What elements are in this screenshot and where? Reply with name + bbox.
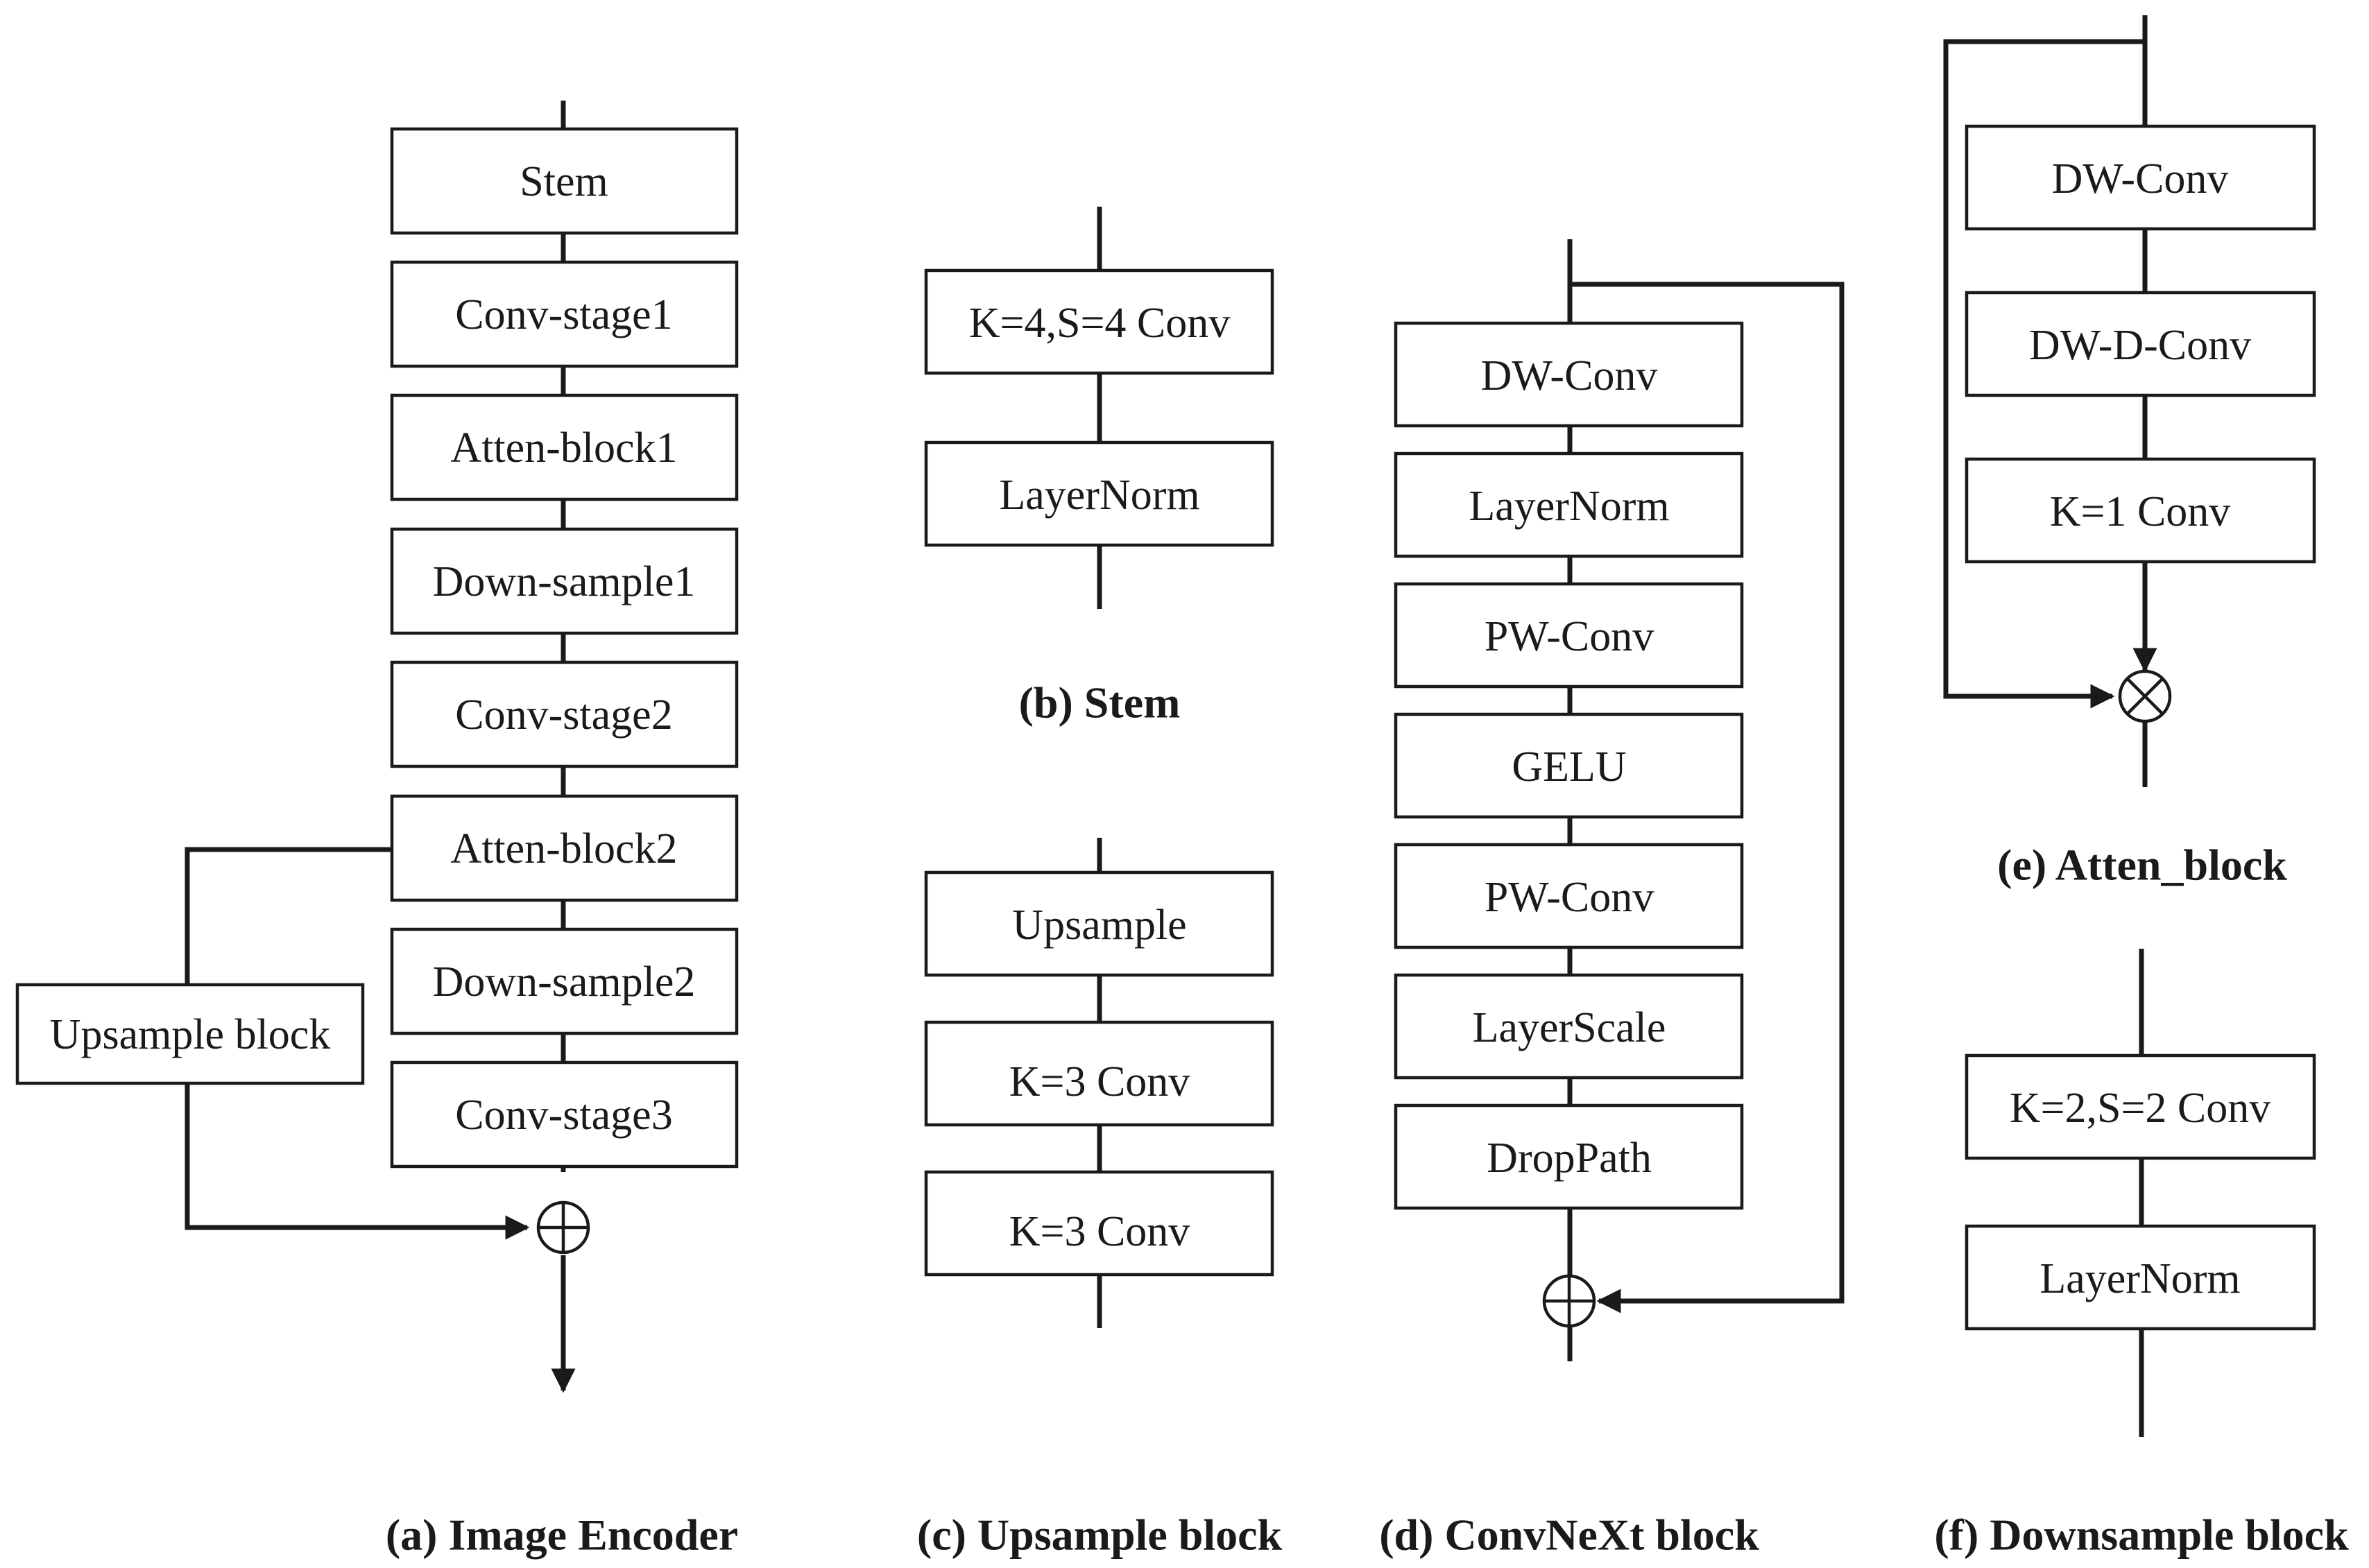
convnext-pwconv2-block: PW-Conv [1394, 843, 1744, 949]
svg-text:DW-D-Conv: DW-D-Conv [2029, 322, 2251, 369]
svg-text:Conv-stage2: Conv-stage2 [455, 691, 672, 739]
svg-text:Atten-block2: Atten-block2 [450, 825, 677, 872]
down-sample1-block: Down-sample1 [390, 527, 739, 635]
convnext-droppath-block: DropPath [1394, 1103, 1744, 1210]
stem-layernorm-block: LayerNorm [924, 440, 1274, 547]
atten-k1conv-block: K=1 Conv [1965, 457, 2316, 564]
caption-f: (f) Downsample block [1934, 1510, 2349, 1560]
downsample-conv-block: K=2,S=2 Conv [1965, 1053, 2316, 1160]
panel-d-convnext-block: DW-Conv LayerNorm PW-Conv GELU PW-Conv L… [1379, 239, 1845, 1560]
svg-text:LayerNorm: LayerNorm [999, 472, 1199, 519]
panel-b-stem: K=4,S=4 Conv LayerNorm (b) Stem [924, 207, 1274, 727]
svg-text:Upsample block: Upsample block [50, 1011, 331, 1058]
upsample-side-block: Upsample block [15, 983, 365, 1085]
svg-text:Down-sample2: Down-sample2 [433, 958, 696, 1006]
caption-d: (d) ConvNeXt block [1379, 1510, 1759, 1560]
panel-c-upsample-block: Upsample K=3 Conv K=3 Conv (c) Upsample … [917, 838, 1283, 1560]
svg-text:K=3 Conv: K=3 Conv [1009, 1208, 1190, 1255]
svg-text:K=2,S=2 Conv: K=2,S=2 Conv [2010, 1085, 2271, 1132]
panel-e-atten-block: DW-Conv DW-D-Conv K=1 Conv (e) Atten_blo… [1943, 15, 2316, 890]
conv-stage2-block: Conv-stage2 [390, 660, 739, 768]
panel-a-image-encoder: Stem Conv-stage1 Atten-block1 Down-sampl… [15, 101, 739, 1560]
add-operator-icon [536, 1200, 590, 1255]
svg-text:LayerNorm: LayerNorm [2039, 1255, 2240, 1302]
conv-stage1-block: Conv-stage1 [390, 260, 739, 368]
down-sample2-block: Down-sample2 [390, 927, 739, 1035]
svg-text:LayerScale: LayerScale [1473, 1004, 1666, 1051]
caption-e: (e) Atten_block [1997, 841, 2287, 890]
svg-text:PW-Conv: PW-Conv [1485, 874, 1654, 921]
svg-text:Down-sample1: Down-sample1 [433, 558, 696, 605]
svg-text:DropPath: DropPath [1487, 1135, 1652, 1182]
svg-text:K=3 Conv: K=3 Conv [1009, 1058, 1190, 1105]
convnext-dwconv-block: DW-Conv [1394, 321, 1744, 428]
svg-text:GELU: GELU [1512, 743, 1626, 791]
svg-text:K=4,S=4 Conv: K=4,S=4 Conv [969, 300, 1231, 347]
svg-text:Conv-stage3: Conv-stage3 [455, 1092, 672, 1139]
stem-conv-block: K=4,S=4 Conv [924, 268, 1274, 375]
svg-text:DW-Conv: DW-Conv [1481, 352, 1658, 399]
stem-block: Stem [390, 127, 739, 235]
upsample-block: Upsample [924, 870, 1274, 977]
atten-dwconv-block: DW-Conv [1965, 124, 2316, 231]
svg-text:PW-Conv: PW-Conv [1485, 613, 1654, 660]
svg-text:LayerNorm: LayerNorm [1469, 483, 1669, 530]
atten-dwdconv-block: DW-D-Conv [1965, 291, 2316, 397]
convnext-pwconv1-block: PW-Conv [1394, 582, 1744, 689]
upsample-conv1-block: K=3 Conv [924, 1020, 1274, 1127]
svg-text:DW-Conv: DW-Conv [2052, 155, 2229, 203]
caption-c: (c) Upsample block [917, 1510, 1283, 1560]
caption-b: (b) Stem [1019, 678, 1181, 727]
convnext-layernorm-block: LayerNorm [1394, 451, 1744, 558]
add-operator-icon [1542, 1274, 1596, 1328]
atten-block1: Atten-block1 [390, 393, 739, 501]
caption-a: (a) Image Encoder [386, 1510, 738, 1560]
convnext-layerscale-block: LayerScale [1394, 973, 1744, 1080]
multiply-operator-icon [2118, 669, 2172, 723]
svg-text:Upsample: Upsample [1012, 902, 1186, 949]
panel-f-downsample-block: K=2,S=2 Conv LayerNorm (f) Downsample bl… [1934, 949, 2349, 1560]
svg-text:Conv-stage1: Conv-stage1 [455, 291, 672, 338]
convnext-gelu-block: GELU [1394, 712, 1744, 819]
svg-text:Atten-block1: Atten-block1 [450, 424, 677, 472]
atten-block2: Atten-block2 [390, 794, 739, 902]
conv-stage3-block: Conv-stage3 [390, 1060, 739, 1169]
svg-text:K=1 Conv: K=1 Conv [2050, 488, 2231, 535]
upsample-conv2-block: K=3 Conv [924, 1170, 1274, 1277]
downsample-layernorm-block: LayerNorm [1965, 1224, 2316, 1331]
svg-text:Stem: Stem [520, 158, 608, 205]
